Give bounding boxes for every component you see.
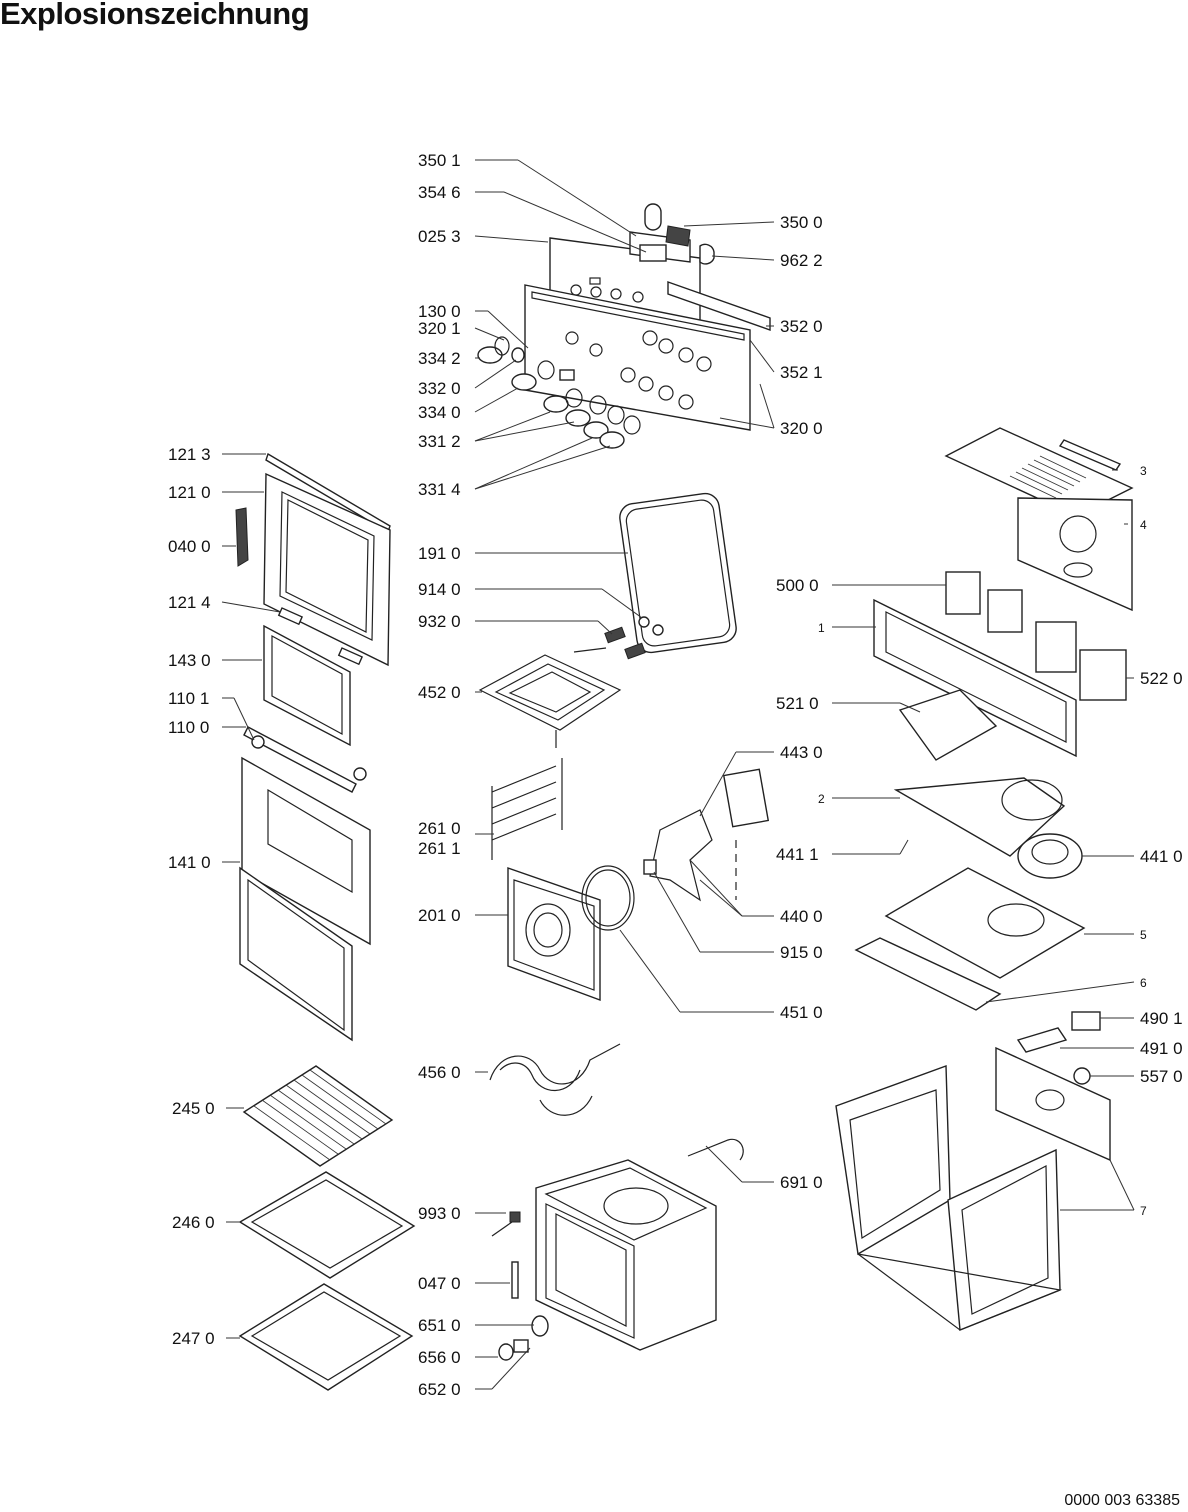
label-320-0: 320 0 — [780, 419, 823, 438]
label-121-0: 121 0 — [168, 483, 211, 502]
outer-casing-left — [835, 1065, 951, 1256]
label-557-0: 557 0 — [1140, 1067, 1183, 1086]
center-parts-group — [478, 492, 770, 1361]
label-143-0: 143 0 — [168, 651, 211, 670]
label-246-0: 246 0 — [172, 1213, 215, 1232]
fan-motor — [722, 768, 770, 828]
label-6: 6 — [1140, 976, 1147, 990]
label-522-0: 522 0 — [1140, 669, 1183, 688]
label-110-0: 110 0 — [168, 718, 209, 737]
label-354-6: 354 6 — [418, 183, 461, 202]
label-247-0: 247 0 — [172, 1329, 215, 1348]
label-652-0: 652 0 — [418, 1380, 461, 1399]
label-047-0: 047 0 — [418, 1274, 461, 1293]
lamp-socket — [1071, 1011, 1101, 1031]
timer-module — [1035, 621, 1077, 673]
label-121-4: 121 4 — [168, 593, 211, 612]
label-334-0: 334 0 — [418, 403, 461, 422]
label-456-0: 456 0 — [418, 1063, 461, 1082]
label-7: 7 — [1140, 1204, 1147, 1218]
grill-element — [478, 654, 622, 731]
knob-962-2 — [699, 243, 715, 265]
baking-tray — [238, 1171, 416, 1279]
control-frame — [873, 598, 1077, 758]
oven-back-panel — [507, 867, 601, 1002]
label-962-2: 962 2 — [780, 251, 823, 270]
control-panel-group — [477, 203, 771, 449]
label-350-0: 350 0 — [780, 213, 823, 232]
label-451-0: 451 0 — [780, 1003, 823, 1022]
label-441-0: 441 0 — [1140, 847, 1183, 866]
label-332-0: 332 0 — [418, 379, 461, 398]
right-parts-group — [835, 427, 1134, 1331]
label-245-0: 245 0 — [172, 1099, 215, 1118]
label-993-0: 993 0 — [418, 1204, 461, 1223]
shelf-rails — [491, 758, 563, 860]
deflector-plate — [884, 867, 1086, 979]
label-350-1: 350 1 — [418, 151, 461, 170]
wire-rack — [242, 1065, 394, 1167]
switch-module — [945, 571, 981, 615]
label-201-0: 201 0 — [418, 906, 461, 925]
door-group — [235, 452, 416, 1391]
label-352-0: 352 0 — [780, 317, 823, 336]
label-261-0: 261 0 — [418, 819, 461, 838]
label-440-0: 440 0 — [780, 907, 823, 926]
label-110-1: 110 1 — [168, 689, 209, 708]
label-3: 3 — [1140, 464, 1147, 478]
cooling-plate — [893, 777, 1066, 857]
label-491-0: 491 0 — [1140, 1039, 1183, 1058]
label-521-0: 521 0 — [776, 694, 819, 713]
label-331-4: 331 4 — [418, 480, 461, 499]
rear-bracket — [995, 1046, 1111, 1162]
door-handle — [243, 726, 357, 793]
label-331-2: 331 2 — [418, 432, 461, 451]
page-title: Explosionszeichnung — [0, 0, 310, 31]
outer-door — [241, 756, 371, 946]
label-261-1: 261 1 — [418, 839, 461, 858]
label-656-0: 656 0 — [418, 1348, 461, 1367]
label-191-0: 191 0 — [418, 544, 461, 563]
label-932-0: 932 0 — [418, 612, 461, 631]
label-500-0: 500 0 — [776, 576, 819, 595]
knob-cap-350-1 — [644, 203, 662, 231]
label-2: 2 — [818, 792, 825, 806]
label-5: 5 — [1140, 928, 1147, 942]
inner-glass — [263, 624, 351, 747]
ring-heating-element — [581, 865, 635, 931]
label-490-1: 490 1 — [1140, 1009, 1183, 1028]
label-691-0: 691 0 — [780, 1173, 823, 1192]
label-651-0: 651 0 — [418, 1316, 461, 1335]
label-1: 1 — [818, 621, 825, 635]
label-121-3: 121 3 — [168, 445, 211, 464]
label-4: 4 — [1140, 518, 1147, 532]
label-141-0: 141 0 — [168, 853, 211, 872]
deep-tray — [238, 1283, 414, 1391]
label-443-0: 443 0 — [780, 743, 823, 762]
top-cover — [944, 427, 1134, 517]
label-352-1: 352 1 — [780, 363, 823, 382]
leader-lines — [221, 159, 1135, 1390]
air-duct — [854, 937, 1002, 1011]
outer-glass — [239, 866, 353, 1042]
label-452-0: 452 0 — [418, 683, 461, 702]
label-915-0: 915 0 — [780, 943, 823, 962]
label-441-1: 441 1 — [776, 845, 819, 864]
label-334-2: 334 2 — [418, 349, 461, 368]
control-knobs — [477, 336, 641, 449]
temperature-sensor — [687, 1138, 744, 1161]
label-320-1: 320 1 — [418, 319, 461, 338]
lower-heating-element — [489, 1043, 621, 1116]
label-040-0: 040 0 — [168, 537, 211, 556]
label-025-3: 025 3 — [418, 227, 461, 246]
door-gasket — [619, 492, 737, 654]
document-number: 0000 003 63385 — [1064, 1492, 1180, 1509]
terminal-block — [898, 689, 998, 761]
label-130-0: 130 0 — [418, 302, 461, 321]
rear-cover — [1017, 497, 1133, 612]
label-914-0: 914 0 — [418, 580, 461, 599]
part-labels: 350 1 354 6 025 3 130 0 320 1 334 2 332 … — [168, 151, 1183, 1399]
